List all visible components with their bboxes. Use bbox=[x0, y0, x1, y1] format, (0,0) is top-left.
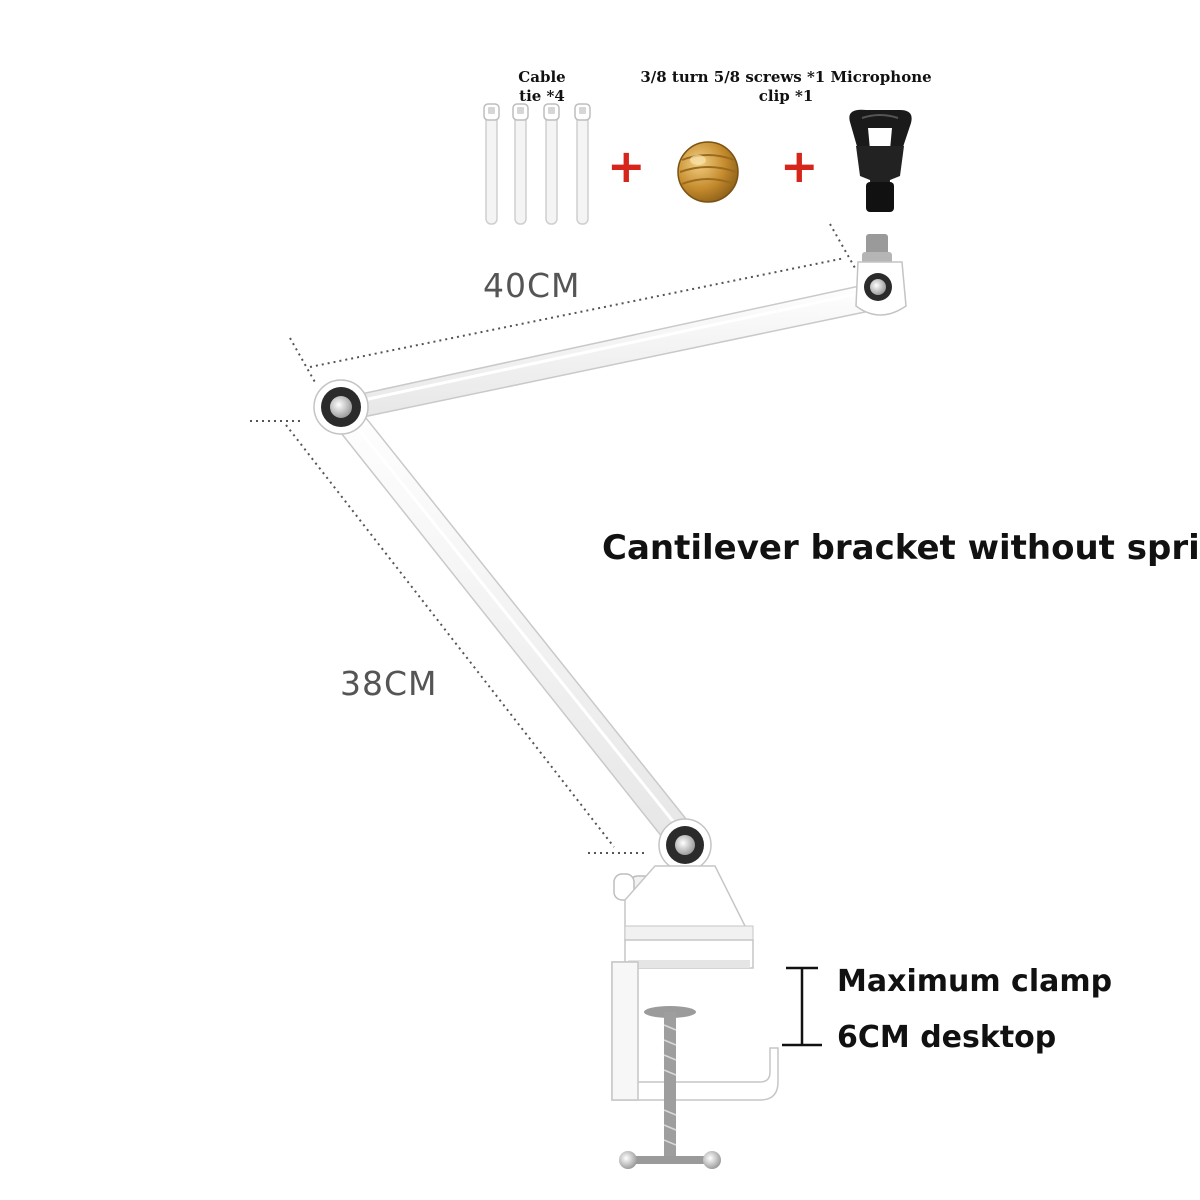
cable-tie-label-line2: tie *4 bbox=[519, 87, 565, 105]
lower-arm-length-label: 38CM bbox=[340, 664, 438, 703]
cable-tie-label: Cable tie *4 bbox=[502, 68, 582, 106]
screw-clip-label: 3/8 turn 5/8 screws *1 Microphone clip *… bbox=[626, 68, 946, 106]
desk-clamp bbox=[611, 818, 779, 1169]
upper-arm-length-label: 40CM bbox=[483, 266, 581, 305]
plus-icon: + bbox=[780, 139, 819, 193]
clamp-size-indicator bbox=[782, 966, 822, 1047]
cable-ties-icon bbox=[483, 103, 591, 225]
clamp-note-line1: Maximum clamp bbox=[837, 964, 1113, 999]
cable-tie-label-line1: Cable bbox=[518, 68, 566, 86]
brass-screw-adapter-icon bbox=[677, 141, 739, 203]
microphone-clip-icon bbox=[849, 109, 912, 212]
screw-clip-label-line1: 3/8 turn 5/8 screws *1 Microphone bbox=[640, 68, 932, 86]
clamp-note-line2: 6CM desktop bbox=[837, 1020, 1057, 1055]
dimension-guides bbox=[250, 223, 856, 854]
top-mount bbox=[855, 234, 907, 316]
plus-icon: + bbox=[607, 139, 646, 193]
product-headline: Cantilever bracket without spring bbox=[602, 528, 1200, 568]
screw-clip-label-line2: clip *1 bbox=[758, 87, 814, 105]
upper-arm bbox=[337, 281, 885, 422]
elbow-joint bbox=[313, 379, 369, 435]
lower-arm bbox=[324, 396, 700, 854]
